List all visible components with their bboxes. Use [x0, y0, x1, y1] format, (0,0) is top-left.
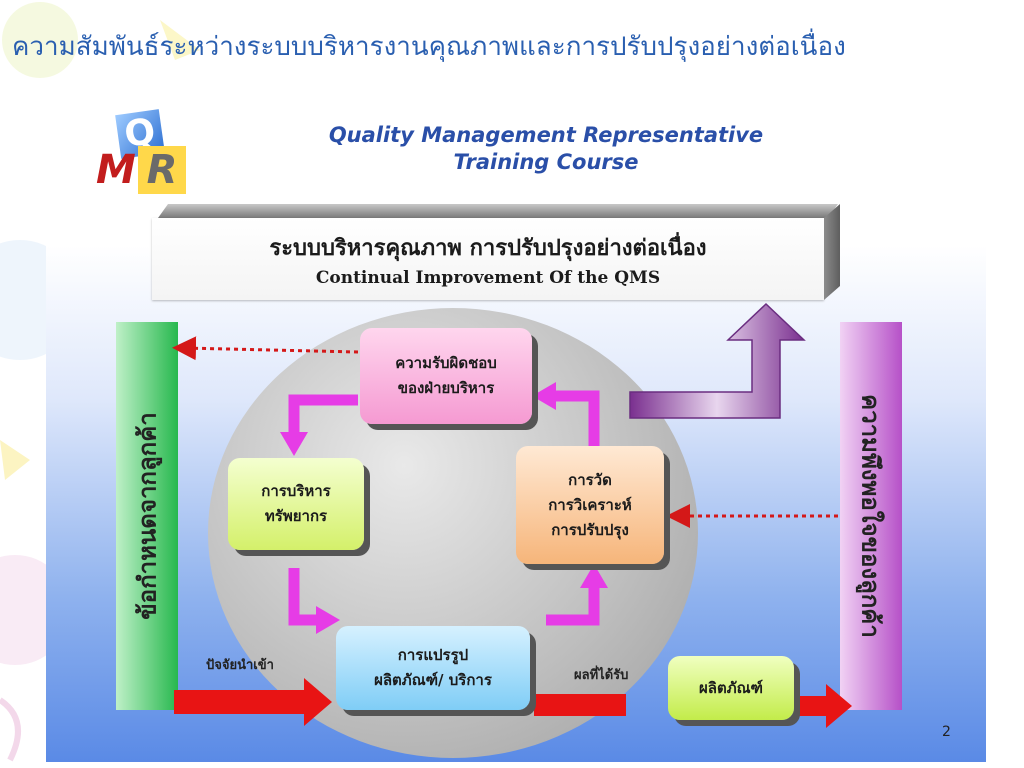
dotted-arrow-to-requirements	[172, 336, 359, 361]
output-label: ผลที่ได้รับ	[574, 668, 629, 683]
logo-letter-r: R	[138, 146, 186, 194]
cycle-head-3	[580, 564, 608, 588]
cycle-arrow-resp-to-res	[288, 394, 358, 432]
measurement-line3: การปรับปรุง	[551, 520, 629, 539]
qms-banner: ระบบบริหารคุณภาพ การปรับปรุงอย่างต่อเนื่…	[152, 218, 824, 300]
logo-letter-m: M	[96, 147, 136, 193]
banner-top-face	[158, 204, 838, 218]
customer-requirements-bar: ข้อกำหนดจากลูกค้า	[116, 322, 178, 710]
cycle-arrow-res-to-trans	[288, 568, 316, 626]
slide: Q M R Quality Management Representative …	[46, 100, 986, 762]
course-title: Quality Management Representative Traini…	[286, 122, 806, 176]
input-label: ปัจจัยนำเข้า	[206, 658, 274, 673]
management-responsibility-box: ความรับผิดชอบ ของฝ่ายบริหาร	[360, 328, 532, 424]
banner-english-text: Continual Improvement Of the QMS	[315, 268, 661, 288]
measurement-analysis-box: การวัด การวิเคราะห์ การปรับปรุง	[516, 446, 664, 564]
diagram-arrows	[172, 302, 852, 728]
course-title-line1: Quality Management Representative	[328, 123, 764, 147]
improvement-arrow	[629, 302, 806, 419]
course-title-line2: Training Course	[453, 150, 639, 174]
product-realization-line1: การแปรรูป	[397, 646, 469, 664]
management-responsibility-line2: ของฝ่ายบริหาร	[397, 379, 495, 397]
measurement-line2: การวิเคราะห์	[548, 495, 632, 514]
output-arrow	[534, 694, 626, 716]
customer-satisfaction-bar: ความพึงพอใจของลูกค้า	[840, 322, 902, 710]
product-label: ผลิตภัณฑ์	[699, 678, 763, 697]
product-box: ผลิตภัณฑ์	[668, 656, 794, 720]
product-realization-box: การแปรรูป ผลิตภัณฑ์/ บริการ	[336, 626, 530, 710]
cycle-head-2	[316, 606, 340, 634]
product-arrow	[794, 684, 852, 728]
page-title: ความสัมพันธ์ระหว่างระบบบริหารงานคุณภาพแล…	[12, 32, 846, 62]
cycle-arrow-meas-to-resp	[556, 390, 600, 446]
measurement-line1: การวัด	[568, 470, 612, 489]
resource-management-line1: การบริหาร	[261, 482, 331, 500]
banner-side-face	[824, 204, 840, 300]
cycle-head-1	[280, 432, 308, 456]
cycle-arrow-trans-to-meas	[546, 588, 600, 626]
resource-management-line2: ทรัพยากร	[264, 507, 328, 525]
cycle-head-4	[532, 382, 556, 410]
banner-thai-text: ระบบบริหารคุณภาพ การปรับปรุงอย่างต่อเนื่…	[269, 235, 707, 261]
product-realization-line2: ผลิตภัณฑ์/ บริการ	[374, 671, 492, 689]
resource-management-box: การบริหาร ทรัพยากร	[228, 458, 364, 550]
input-arrow	[174, 678, 332, 726]
management-responsibility-line1: ความรับผิดชอบ	[395, 354, 497, 372]
page-number: 2	[942, 724, 951, 740]
qmr-logo: Q M R	[94, 109, 194, 200]
